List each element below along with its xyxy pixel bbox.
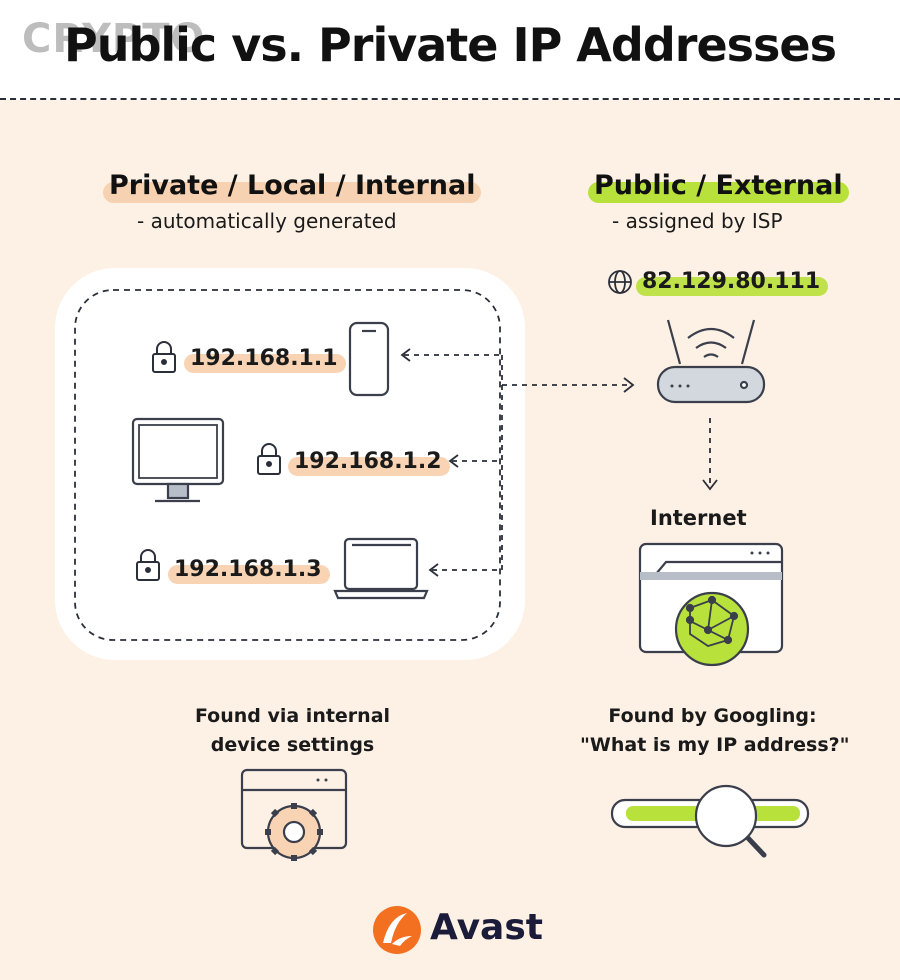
watermark: CRYPTO bbox=[22, 16, 206, 62]
private-caption-line: Found via internal bbox=[194, 705, 391, 727]
lock-icon bbox=[136, 549, 160, 581]
lock-icon bbox=[152, 341, 176, 373]
desktop-icon bbox=[131, 417, 225, 503]
connection-arrows bbox=[400, 348, 718, 577]
public-caption-line: "What is my IP address?" bbox=[580, 734, 850, 756]
router-icon bbox=[656, 319, 766, 404]
public-heading: Public / External bbox=[588, 170, 849, 203]
globe-icon bbox=[608, 270, 632, 294]
brand-name: Avast bbox=[430, 907, 543, 948]
header-banner: CRYPTO Public vs. Private IP Addresses bbox=[0, 0, 900, 100]
private-heading: Private / Local / Internal bbox=[103, 170, 482, 203]
browser-globe-icon bbox=[638, 542, 784, 667]
private-ip-laptop: 192.168.1.3 bbox=[168, 557, 330, 584]
laptop-icon bbox=[333, 537, 429, 600]
settings-window-icon bbox=[240, 768, 348, 861]
public-ip: 82.129.80.111 bbox=[635, 269, 829, 296]
lock-icon bbox=[257, 443, 281, 475]
search-icon bbox=[610, 784, 810, 858]
public-caption-line: Found by Googling: bbox=[608, 705, 817, 727]
public-subheading: - assigned by ISP bbox=[612, 209, 783, 233]
private-caption: Found via internal device settings bbox=[160, 702, 425, 760]
private-caption-line: device settings bbox=[210, 734, 375, 756]
avast-logo-icon bbox=[373, 906, 421, 954]
phone-icon bbox=[348, 321, 390, 397]
private-ip-phone: 192.168.1.1 bbox=[184, 346, 346, 373]
page-title: Public vs. Private IP Addresses bbox=[64, 18, 837, 72]
internet-label: Internet bbox=[650, 506, 747, 530]
private-network-boundary bbox=[74, 289, 501, 641]
private-ip-desktop: 192.168.1.2 bbox=[288, 449, 450, 476]
private-subheading: - automatically generated bbox=[137, 209, 397, 233]
public-caption: Found by Googling: "What is my IP addres… bbox=[580, 702, 850, 760]
